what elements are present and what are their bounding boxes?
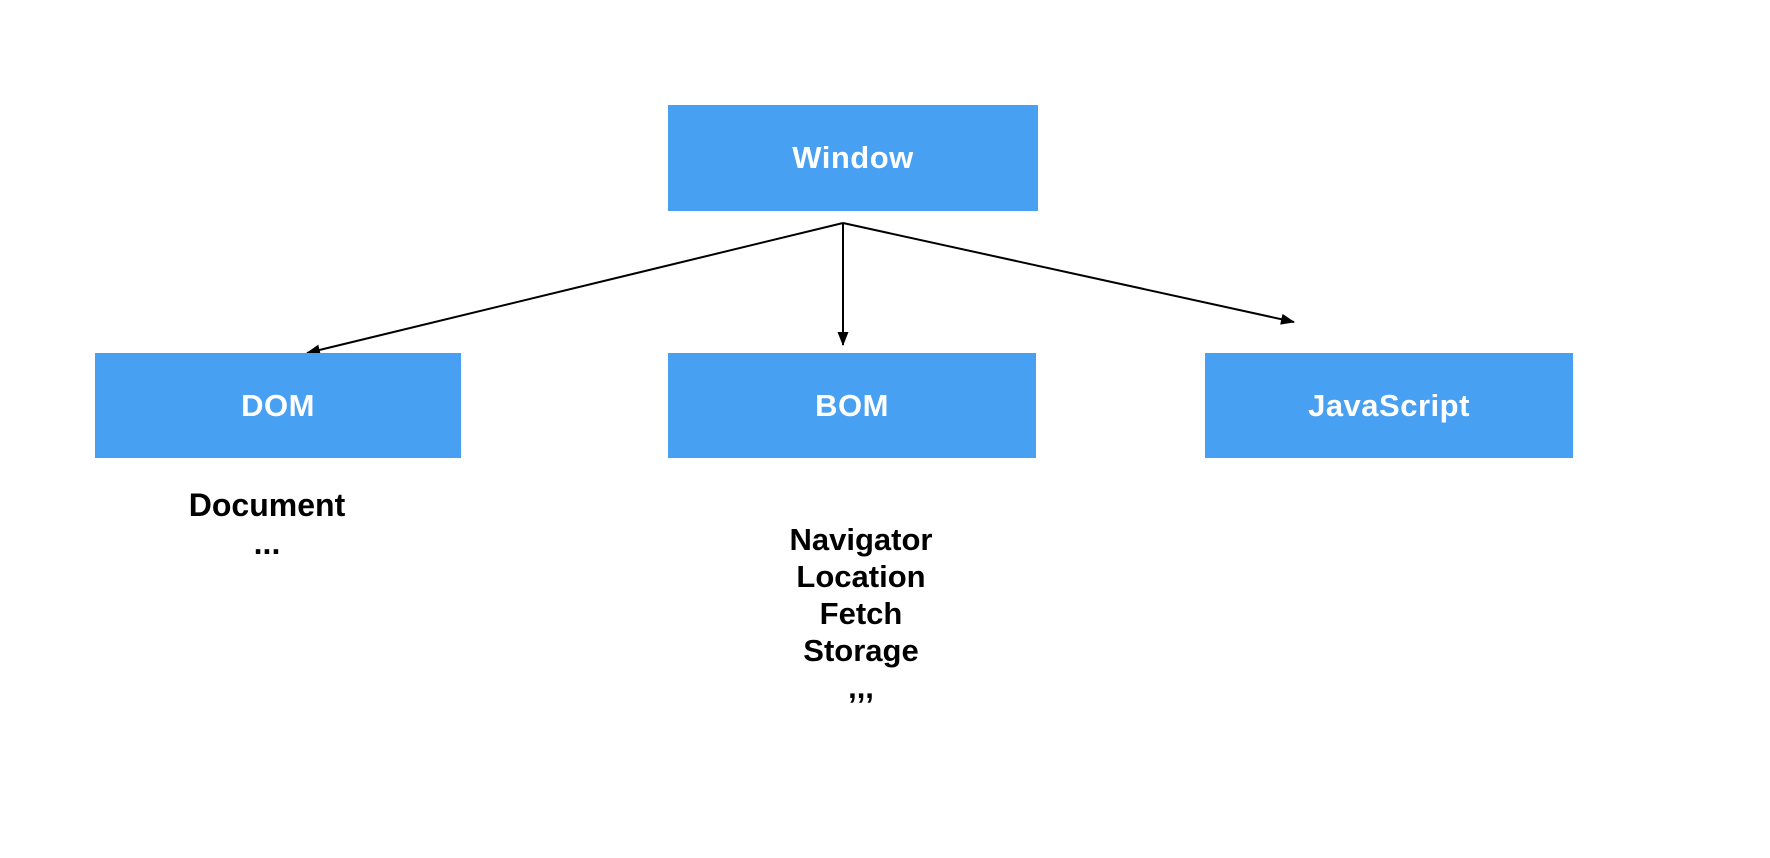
dom-children-list: Document ... [84,486,450,562]
bom-child-item: ,,, [848,670,874,705]
node-window-label: Window [792,140,914,175]
node-dom-label: DOM [241,387,315,423]
node-window: Window [668,105,1038,211]
bom-child-item: Location [796,559,926,594]
node-javascript: JavaScript [1205,353,1573,458]
bom-child-item: Storage [803,633,919,668]
bom-child-item: Fetch [819,596,903,631]
bom-children-list: Navigator Location Fetch Storage ,,, [677,521,1045,706]
node-bom-label: BOM [815,387,889,423]
arrow-window-to-javascript [842,222,1295,325]
node-dom: DOM [95,353,461,458]
arrow-window-to-dom [306,222,844,356]
dom-child-item: ... [253,525,281,561]
dom-child-item: Document [188,487,346,523]
node-bom: BOM [668,353,1036,458]
bom-child-item: Navigator [789,522,933,557]
node-javascript-label: JavaScript [1308,387,1470,423]
